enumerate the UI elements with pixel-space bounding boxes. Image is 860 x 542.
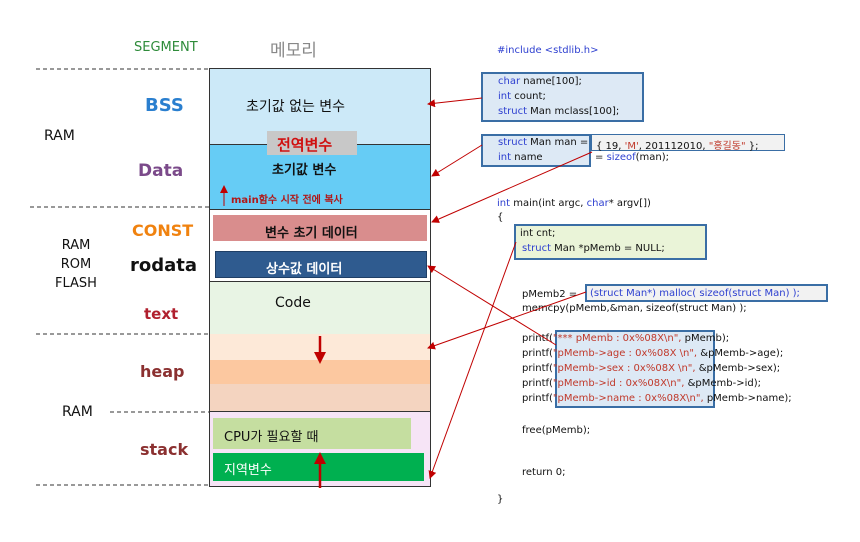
- free-line: free(pMemb);: [522, 425, 591, 436]
- segment-heap: heap: [140, 362, 185, 381]
- local-code-box: [514, 224, 707, 260]
- printf-format-string: "pMemb->sex : 0x%08X \n",: [552, 363, 696, 374]
- data-sizeof-line: = sizeof(man);: [595, 152, 669, 163]
- arrow-rodata: [427, 265, 557, 346]
- printf-argument: pMemb->name);: [703, 393, 792, 404]
- stack-cpu-box: [213, 418, 411, 449]
- malloc-line: (struct Man*) malloc( sizeof(struct Man)…: [590, 288, 800, 299]
- data-init-line: { 19, 'M', 201112010, "홍길동" };: [596, 141, 759, 152]
- segment-const: CONST: [132, 221, 194, 240]
- main-signature: int main(int argc, char* argv[]): [497, 198, 651, 209]
- main-close-brace: }: [497, 494, 504, 505]
- stack-cpu-label: CPU가 필요할 때: [224, 430, 319, 445]
- const-content-label: 변수 초기 데이터: [265, 226, 358, 241]
- printf-format-string: "pMemb->id : 0x%08X\n",: [552, 378, 685, 389]
- data-code-box: [481, 134, 591, 167]
- segment-stack: stack: [140, 440, 189, 459]
- arrow-const: [431, 151, 593, 223]
- bss-code-line-2: int count;: [498, 91, 546, 102]
- ram-label-top: RAM: [44, 128, 75, 144]
- data-code-line-1: struct Man man =: [498, 137, 589, 148]
- printf-line: printf("pMemb->sex : 0x%08X \n", &pMemb-…: [522, 363, 780, 374]
- printf-prefix: printf(: [522, 348, 553, 359]
- data-content-label: 초기값 변수: [272, 163, 337, 178]
- segment-rodata: rodata: [130, 255, 198, 276]
- ram-label: RAM: [61, 238, 91, 253]
- data-region: [210, 145, 430, 210]
- printf-box: [555, 330, 715, 408]
- segment-data: Data: [138, 161, 184, 181]
- printf-format-string: "pMemb->name : 0x%08X\n",: [552, 393, 704, 404]
- segment-bss: BSS: [145, 95, 184, 116]
- printf-line: printf("*** pMemb : 0x%08X\n", pMemb);: [522, 333, 729, 344]
- bss-code-box: [481, 72, 644, 122]
- ram-label-bottom: RAM: [62, 404, 93, 420]
- memcpy-line: memcpy(pMemb,&man, sizeof(struct Man) );: [522, 303, 747, 314]
- bss-code-line-1: char name[100];: [498, 76, 582, 87]
- global-var-label: 전역변수: [277, 136, 333, 154]
- main-open-brace: {: [497, 212, 504, 223]
- global-var-badge: [267, 131, 357, 155]
- printf-prefix: printf(: [522, 393, 553, 404]
- arrow-stack: [428, 241, 517, 479]
- return-line: return 0;: [522, 467, 566, 478]
- malloc-prefix: pMemb2 =: [522, 289, 578, 300]
- printf-format-string: "*** pMemb : 0x%08X\n",: [552, 333, 682, 344]
- local-code-line-1: int cnt;: [520, 228, 556, 239]
- code-label: Code: [275, 295, 311, 311]
- printf-argument: &pMemb->age);: [697, 348, 784, 359]
- bss-content-label: 초기값 없는 변수: [246, 99, 346, 115]
- rom-label: ROM: [60, 257, 92, 272]
- arrow-bss: [427, 97, 483, 108]
- printf-prefix: printf(: [522, 333, 553, 344]
- printf-prefix: printf(: [522, 378, 553, 389]
- printf-argument: pMemb);: [681, 333, 730, 344]
- printf-argument: &pMemb->id);: [684, 378, 761, 389]
- rodata-content-label: 상수값 데이터: [266, 262, 343, 277]
- copy-note-label: main함수 시작 전에 복사: [231, 195, 343, 206]
- flash-label: FLASH: [55, 276, 97, 291]
- stack-local-label: 지역변수: [224, 463, 272, 478]
- arrow-heap: [427, 291, 587, 350]
- data-init-box: [591, 134, 785, 151]
- bss-code-line-3: struct Man mclass[100];: [498, 106, 620, 117]
- data-code-line-2: int name: [498, 152, 543, 163]
- segment-text: text: [144, 305, 179, 323]
- printf-line: printf("pMemb->name : 0x%08X\n", pMemb->…: [522, 393, 792, 404]
- printf-argument: &pMemb->sex);: [695, 363, 781, 374]
- arrow-data: [431, 144, 483, 177]
- local-code-line-2: struct Man *pMemb = NULL;: [522, 243, 665, 254]
- printf-line: printf("pMemb->age : 0x%08X \n", &pMemb-…: [522, 348, 783, 359]
- printf-prefix: printf(: [522, 363, 553, 374]
- ram-rom-flash-label: RAM ROM FLASH: [50, 236, 102, 293]
- code-include: #include <stdlib.h>: [497, 45, 599, 56]
- const-region: [213, 215, 427, 241]
- memory-header: 메모리: [270, 41, 317, 61]
- printf-format-string: "pMemb->age : 0x%08X \n",: [552, 348, 698, 359]
- segment-header: SEGMENT: [134, 40, 198, 55]
- malloc-box: [585, 284, 828, 302]
- printf-line: printf("pMemb->id : 0x%08X\n", &pMemb->i…: [522, 378, 761, 389]
- rodata-region: [215, 251, 427, 278]
